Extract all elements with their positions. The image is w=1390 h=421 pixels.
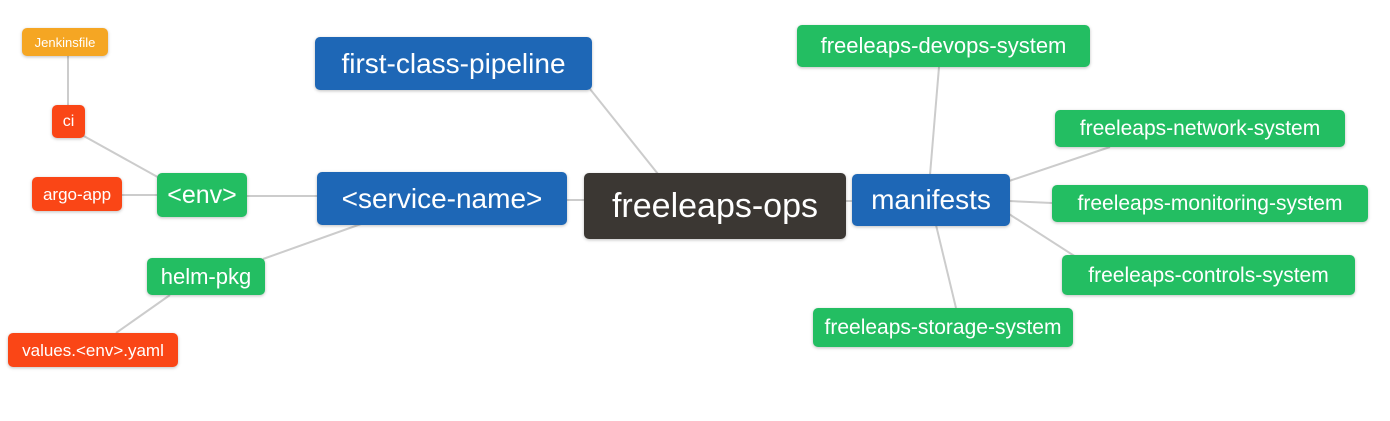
- mindmap-node-first-class-pipeline[interactable]: first-class-pipeline: [315, 37, 592, 90]
- edge-manifests-to-controls-system: [1008, 213, 1077, 258]
- mindmap-node-helm-pkg[interactable]: helm-pkg: [147, 258, 265, 295]
- edge-manifests-to-devops-system: [929, 66, 940, 176]
- mindmap-node-controls-system[interactable]: freeleaps-controls-system: [1062, 255, 1355, 295]
- mindmap-node-values-env-yaml[interactable]: values.<env>.yaml: [8, 333, 178, 367]
- mindmap-node-storage-system[interactable]: freeleaps-storage-system: [813, 308, 1073, 347]
- edge-values-env-yaml-to-helm-pkg: [115, 294, 171, 334]
- mindmap-node-env[interactable]: <env>: [157, 173, 247, 217]
- edge-manifests-to-monitoring-system: [1008, 200, 1053, 204]
- edge-manifests-to-storage-system: [935, 224, 957, 309]
- mindmap-node-network-system[interactable]: freeleaps-network-system: [1055, 110, 1345, 147]
- mindmap-node-freeleaps-ops[interactable]: freeleaps-ops: [584, 173, 846, 239]
- mindmap-node-ci[interactable]: ci: [52, 105, 85, 138]
- mindmap-node-manifests[interactable]: manifests: [852, 174, 1010, 226]
- edge-ci-to-env: [81, 134, 164, 181]
- mindmap-node-jenkinsfile[interactable]: Jenkinsfile: [22, 28, 108, 56]
- edge-helm-pkg-to-service-name: [262, 223, 362, 260]
- edge-first-class-pipeline-to-freeleaps-ops: [589, 88, 659, 175]
- mindmap-node-service-name[interactable]: <service-name>: [317, 172, 567, 225]
- mindmap-node-monitoring-system[interactable]: freeleaps-monitoring-system: [1052, 185, 1368, 222]
- edge-manifests-to-network-system: [1008, 146, 1111, 182]
- mindmap-node-devops-system[interactable]: freeleaps-devops-system: [797, 25, 1090, 67]
- mindmap-node-argo-app[interactable]: argo-app: [32, 177, 122, 211]
